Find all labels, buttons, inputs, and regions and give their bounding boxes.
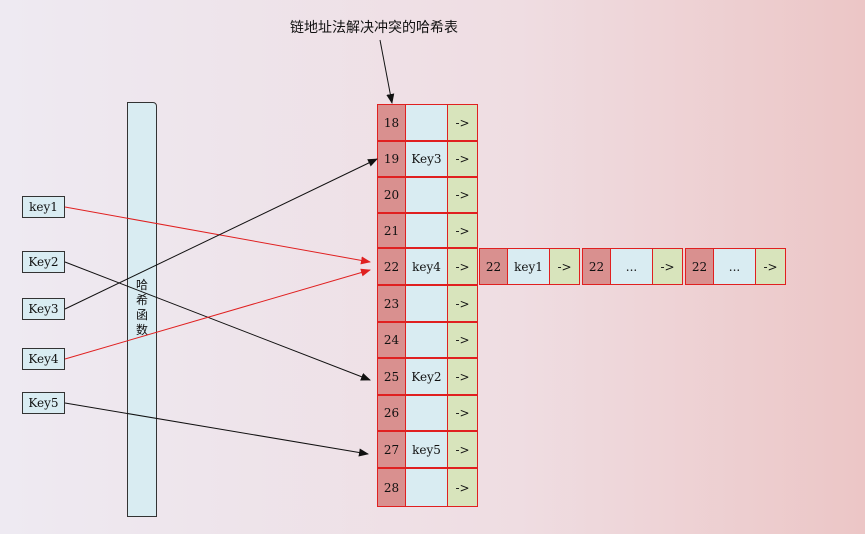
chain-node-pointer: -> xyxy=(755,248,786,285)
table-value-cell xyxy=(405,104,448,141)
table-index-cell: 21 xyxy=(377,213,406,248)
table-value-cell xyxy=(405,395,448,431)
key-box-2: Key2 xyxy=(22,251,65,273)
table-pointer-cell: -> xyxy=(447,358,478,395)
table-pointer-cell: -> xyxy=(447,431,478,468)
table-index-cell: 28 xyxy=(377,468,406,507)
table-pointer-cell: -> xyxy=(447,468,478,507)
arrow-key4-to-22 xyxy=(64,268,371,360)
table-pointer-cell: -> xyxy=(447,141,478,177)
arrow-key3-to-19 xyxy=(64,158,378,310)
hash-function-label: 哈 希 函 数 xyxy=(135,278,148,337)
table-pointer-cell: -> xyxy=(447,213,478,248)
table-value-cell xyxy=(405,285,448,322)
table-pointer-cell: -> xyxy=(447,322,478,358)
hash-function-box: 哈 希 函 数 xyxy=(127,102,157,517)
chain-node-value: key1 xyxy=(507,248,550,285)
table-pointer-cell: -> xyxy=(447,177,478,213)
table-index-cell: 18 xyxy=(377,104,406,141)
table-pointer-cell: -> xyxy=(447,395,478,431)
key-box-4: Key4 xyxy=(22,348,65,370)
table-pointer-cell: -> xyxy=(447,285,478,322)
key-box-3: Key3 xyxy=(22,298,65,320)
table-index-cell: 25 xyxy=(377,358,406,395)
table-index-cell: 22 xyxy=(377,248,406,285)
title-pointer-arrow xyxy=(379,39,395,104)
diagram-title: 链地址法解决冲突的哈希表 xyxy=(290,20,458,36)
table-index-cell: 20 xyxy=(377,177,406,213)
table-index-cell: 23 xyxy=(377,285,406,322)
table-pointer-cell: -> xyxy=(447,248,478,285)
table-index-cell: 19 xyxy=(377,141,406,177)
key-box-1: key1 xyxy=(22,196,65,218)
arrow-key2-to-25 xyxy=(64,261,371,381)
table-index-cell: 26 xyxy=(377,395,406,431)
chain-node-value: ... xyxy=(713,248,756,285)
chain-node-index: 22 xyxy=(582,248,611,285)
table-value-cell xyxy=(405,177,448,213)
arrow-key5-to-27 xyxy=(64,402,369,457)
arrow-key1-to-22 xyxy=(64,206,371,265)
key-box-5: Key5 xyxy=(22,392,65,414)
table-value-cell: Key3 xyxy=(405,141,448,177)
table-value-cell xyxy=(405,322,448,358)
chain-node-pointer: -> xyxy=(652,248,683,285)
table-pointer-cell: -> xyxy=(447,104,478,141)
chain-node-pointer: -> xyxy=(549,248,580,285)
